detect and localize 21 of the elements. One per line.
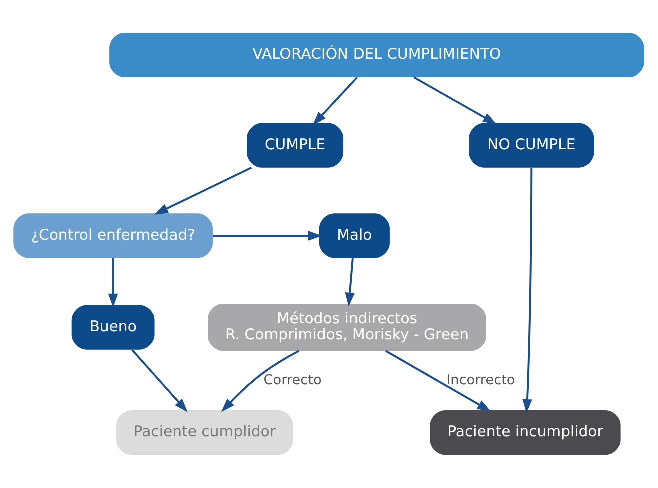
- node-box: Bueno: [72, 305, 155, 350]
- node-box: Malo: [319, 214, 390, 258]
- node-box: CUMPLE: [247, 123, 344, 168]
- node-box: NO CUMPLE: [469, 123, 594, 168]
- node-box: Paciente incumplidor: [430, 410, 621, 456]
- arrow: [213, 231, 322, 241]
- arrow: [108, 258, 118, 308]
- arrow: [522, 168, 533, 414]
- arrow: [385, 350, 492, 412]
- node-box: VALORACIÓN DEL CUMPLIMIENTO: [110, 32, 644, 78]
- arrow: [221, 350, 300, 412]
- edge-label: Incorrecto: [446, 372, 516, 388]
- arrow: [345, 258, 355, 307]
- edge-label: Correcto: [264, 372, 322, 388]
- node-box: Paciente cumplidor: [116, 410, 294, 456]
- arrow: [312, 77, 358, 126]
- arrow: [414, 76, 497, 125]
- node-box: ¿Control enfermedad?: [14, 214, 213, 258]
- arrow: [132, 349, 188, 412]
- arrow: [154, 167, 252, 215]
- node-box: Métodos indirectos R. Comprimidos, Morisky - Green: [208, 304, 487, 352]
